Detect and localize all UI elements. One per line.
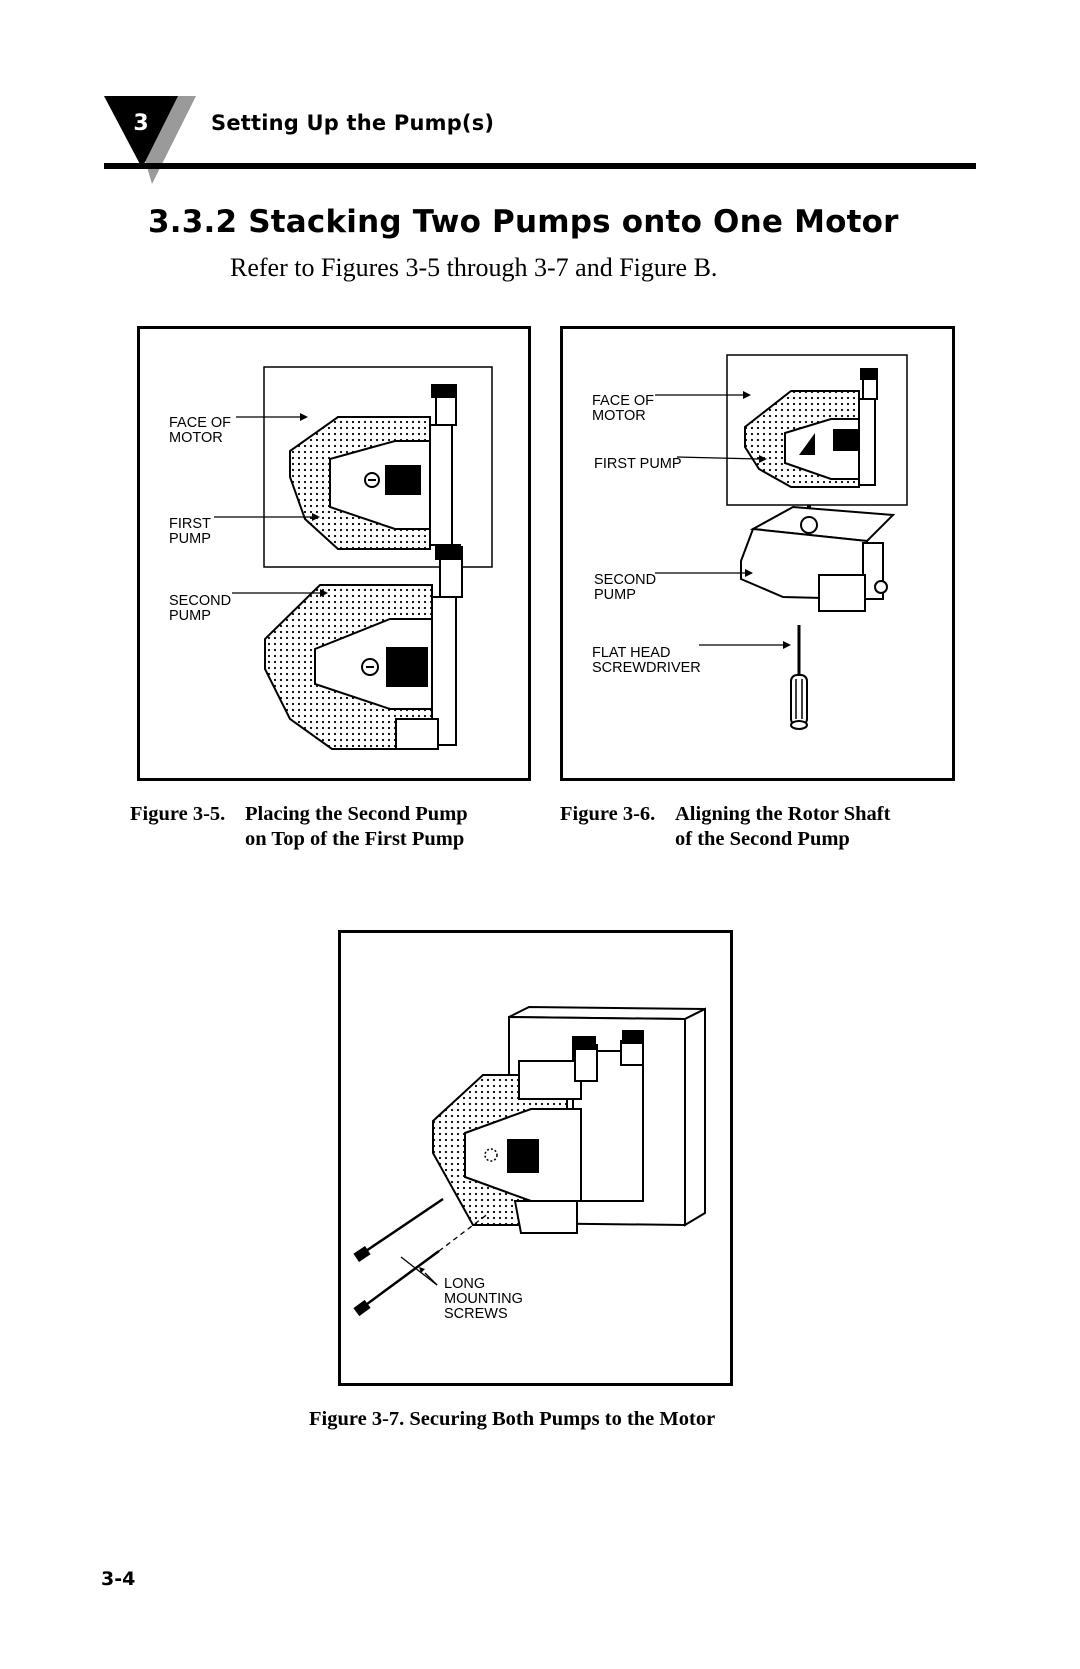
stacked-pumps-illustration bbox=[214, 366, 493, 750]
callout-long-mounting-screws: LONG MOUNTING SCREWS bbox=[444, 1276, 523, 1322]
securing-pumps-illustration bbox=[353, 1005, 706, 1317]
figure-3-6: FACE OF MOTOR FIRST PUMP SECOND PUMP FLA… bbox=[560, 326, 955, 781]
section-title: 3.3.2 Stacking Two Pumps onto One Motor bbox=[148, 204, 899, 240]
chapter-title: Setting Up the Pump(s) bbox=[211, 111, 495, 135]
callout-second-pump: SECOND PUMP bbox=[594, 572, 657, 603]
figure-3-5-caption: Figure 3-5. Placing the Second Pump on T… bbox=[130, 802, 510, 850]
callout-second-pump: SECOND PUMP bbox=[169, 593, 232, 624]
figure-3-6-caption: Figure 3-6. Aligning the Rotor Shaft of … bbox=[560, 802, 940, 850]
callout-first-pump: FIRST PUMP bbox=[594, 456, 682, 472]
figure-3-7: LONG MOUNTING SCREWS bbox=[338, 930, 733, 1386]
page-number: 3-4 bbox=[101, 1568, 136, 1590]
callout-first-pump: FIRST PUMP bbox=[169, 516, 211, 547]
callout-face-of-motor: FACE OF MOTOR bbox=[169, 415, 232, 446]
figure-3-6-caption-line2: of the Second Pump bbox=[675, 828, 850, 850]
rotor-shaft-illustration bbox=[655, 354, 908, 730]
header-rule bbox=[104, 163, 976, 169]
chapter-number: 3 bbox=[133, 111, 148, 136]
figure-3-5-caption-line2: on Top of the First Pump bbox=[245, 828, 465, 850]
chapter-badge: 3 bbox=[104, 96, 196, 186]
figure-3-6-caption-line1: Aligning the Rotor Shaft bbox=[675, 803, 891, 825]
chapter-triangle-icon: 3 bbox=[104, 96, 196, 184]
callout-flat-head-screwdriver: FLAT HEAD SCREWDRIVER bbox=[592, 645, 701, 676]
callout-face-of-motor: FACE OF MOTOR bbox=[592, 393, 655, 424]
figure-3-5-caption-line1: Placing the Second Pump bbox=[245, 803, 468, 825]
figure-3-6-caption-number: Figure 3-6. bbox=[560, 803, 656, 825]
figure-3-5: FACE OF MOTOR FIRST PUMP SECOND PUMP bbox=[137, 326, 531, 781]
figure-3-7-caption: Figure 3-7. Securing Both Pumps to the M… bbox=[309, 1408, 716, 1430]
section-intro: Refer to Figures 3-5 through 3-7 and Fig… bbox=[230, 253, 718, 282]
figure-3-5-caption-number: Figure 3-5. bbox=[130, 803, 226, 825]
